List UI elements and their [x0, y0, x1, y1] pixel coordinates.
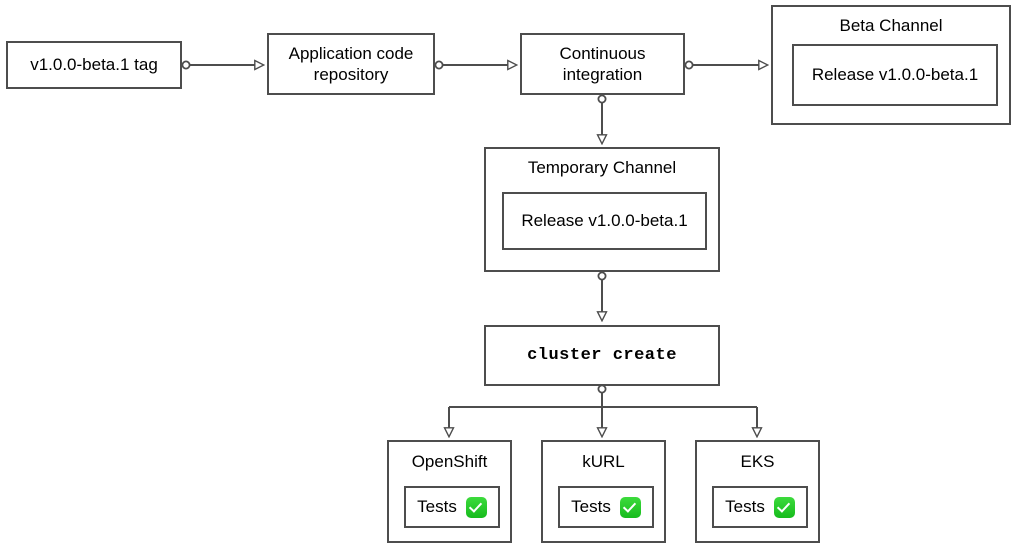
connector-ci-to-temporary-channel — [598, 94, 605, 143]
node-beta-channel[interactable]: Beta Channel Release v1.0.0-beta.1 — [771, 5, 1011, 125]
node-cluster-create[interactable]: cluster create — [484, 325, 720, 386]
node-kurl[interactable]: kURL Tests — [541, 440, 666, 543]
green-check-icon — [619, 496, 641, 518]
green-check-icon — [465, 496, 487, 518]
connector-cluster-create-to-targets — [449, 384, 757, 436]
connector-tag-to-repo — [181, 61, 263, 68]
connector-ci-to-beta-channel — [684, 61, 767, 68]
node-openshift-tests[interactable]: Tests — [404, 486, 500, 528]
green-check-icon — [773, 496, 795, 518]
node-beta-channel-release-label: Release v1.0.0-beta.1 — [811, 65, 979, 85]
node-continuous-integration[interactable]: Continuous integration — [520, 33, 685, 95]
node-kurl-tests[interactable]: Tests — [558, 486, 654, 528]
connector-temporary-channel-to-cluster-create — [598, 271, 605, 320]
node-eks[interactable]: EKS Tests — [695, 440, 820, 543]
node-openshift-tests-label: Tests — [417, 497, 457, 517]
node-temporary-channel-release[interactable]: Release v1.0.0-beta.1 — [502, 192, 707, 250]
node-application-code-repository[interactable]: Application code repository — [267, 33, 435, 95]
node-application-code-repository-label: Application code repository — [288, 43, 414, 84]
node-version-tag[interactable]: v1.0.0-beta.1 tag — [6, 41, 182, 89]
node-openshift[interactable]: OpenShift Tests — [387, 440, 512, 543]
node-temporary-channel[interactable]: Temporary Channel Release v1.0.0-beta.1 — [484, 147, 720, 272]
node-beta-channel-title: Beta Channel — [839, 16, 943, 35]
node-eks-title: EKS — [740, 452, 775, 471]
node-cluster-create-label: cluster create — [527, 345, 677, 365]
node-beta-channel-release[interactable]: Release v1.0.0-beta.1 — [792, 44, 998, 106]
connector-repo-to-ci — [434, 61, 516, 68]
node-eks-tests-label: Tests — [725, 497, 765, 517]
node-continuous-integration-label: Continuous integration — [559, 43, 646, 84]
node-version-tag-label: v1.0.0-beta.1 tag — [30, 55, 158, 75]
node-kurl-tests-label: Tests — [571, 497, 611, 517]
node-eks-tests[interactable]: Tests — [712, 486, 808, 528]
node-openshift-title: OpenShift — [411, 452, 488, 471]
node-temporary-channel-release-label: Release v1.0.0-beta.1 — [521, 211, 688, 231]
node-kurl-title: kURL — [582, 452, 625, 471]
node-temporary-channel-title: Temporary Channel — [527, 158, 677, 177]
